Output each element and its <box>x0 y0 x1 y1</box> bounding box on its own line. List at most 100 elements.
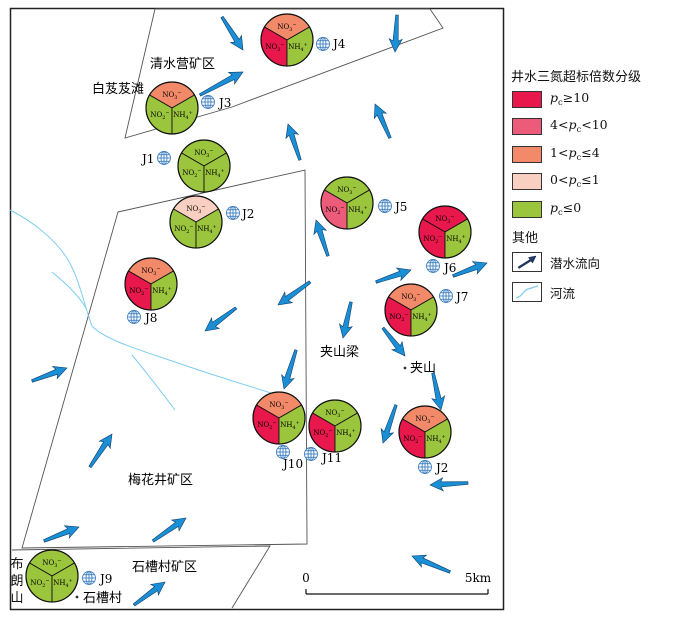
flow-arrow <box>380 404 398 444</box>
ion-label: NO3− <box>42 558 61 569</box>
well-label: J6 <box>442 261 456 275</box>
legend-label: 0<pc≤1 <box>550 172 600 190</box>
river-main <box>9 209 301 403</box>
well-pie: NO3−NO2−NH4+ <box>418 205 472 259</box>
well-pie: NO3− NO2− NH4+ <box>252 391 306 445</box>
flow-arrow <box>220 15 244 51</box>
legend-flow-label: 潜水流向 <box>550 255 601 271</box>
well-icon <box>157 151 171 165</box>
well-J3: NO3−NO2−NH4+J3 <box>145 81 231 135</box>
place-jiashanliang: 夹山梁 <box>320 345 359 360</box>
ion-label: NO2− <box>325 205 344 216</box>
well-J9: NO3−NO2−NH4+ J9 <box>25 549 112 603</box>
ion-label: NO2− <box>265 42 284 53</box>
ion-label: NO2− <box>257 420 276 431</box>
river-branch <box>51 271 87 309</box>
well-icon <box>82 571 96 585</box>
well-J2: NO3−NO2−NH4+J2 <box>169 195 254 249</box>
pie-outline <box>145 81 199 135</box>
well-J8: NO3−NO2−NH4+J8 <box>124 257 178 325</box>
place-qingshuiying: 清水营矿区 <box>150 57 215 72</box>
legend-river-label: 河流 <box>550 285 576 301</box>
legend-swatch <box>512 172 542 190</box>
well-J10: NO3−NO2−NH4+J10 <box>252 391 306 471</box>
ion-label: NO3− <box>162 90 181 101</box>
flow-arrow <box>411 554 451 574</box>
flow-arrow <box>429 477 469 492</box>
legend-other-title: 其他 <box>512 231 539 246</box>
flow-arrows <box>31 14 488 607</box>
well-icon <box>304 447 318 461</box>
ion-label: NO3− <box>401 292 420 303</box>
pie-outline <box>308 399 362 453</box>
well-icon <box>418 460 432 474</box>
ion-label: NO3− <box>435 214 454 225</box>
flow-arrow <box>431 372 446 411</box>
pie-outline <box>25 549 79 603</box>
legend-item-0to1: 0<pc≤1 <box>512 172 600 190</box>
flow-arrow <box>31 366 68 383</box>
ion-label: NO3− <box>337 185 356 196</box>
pie-outline <box>398 405 452 459</box>
well-icon <box>378 199 392 213</box>
qingshuiying-boundary <box>124 8 444 139</box>
ion-label: NO3− <box>277 22 296 33</box>
ion-label: NO2− <box>174 224 193 235</box>
flow-arrow <box>277 280 312 306</box>
well-label: J4 <box>331 37 346 51</box>
well-J7: NO3−NO2−NH4+J7 <box>384 283 468 337</box>
well-pie: NO3−NO2−NH4+ <box>145 81 199 135</box>
well-pie: NO3−NO2−NH4+ <box>384 283 438 337</box>
ion-label: NH4+ <box>348 205 368 216</box>
pie-outline <box>252 391 306 445</box>
place-baijijitan: 白芨芨滩 <box>92 81 144 97</box>
well-pie: NO3− NO2− NH4+ <box>320 176 374 230</box>
ion-label: NO2− <box>389 312 408 323</box>
ion-label: NO2− <box>313 428 332 439</box>
legend-swatch <box>512 145 542 163</box>
ion-label: NH4+ <box>205 168 225 179</box>
ion-label: NH4+ <box>280 420 300 431</box>
legend-title: 井水三氮超标倍数分级 <box>511 70 642 85</box>
well-pie: NO3−NO2−NH4+ <box>25 549 79 603</box>
well-J6: NO3−NO2−NH4+ J6 <box>418 205 472 275</box>
ion-label: NH4+ <box>53 578 73 589</box>
well-J1: NO3−NO2−NH4+J1 <box>140 139 231 193</box>
well-icon <box>201 95 215 109</box>
flow-arrow <box>204 306 238 332</box>
legend-swatch <box>512 117 542 135</box>
legend-label: 4<pc<10 <box>550 117 608 135</box>
well-label: J9 <box>98 572 112 586</box>
well-icon <box>226 206 240 220</box>
place-meihuajing: 梅花井矿区 <box>128 472 193 488</box>
scale-end: 5km <box>465 571 492 585</box>
ion-label: NO3− <box>325 408 344 419</box>
well-label: J8 <box>143 311 157 325</box>
wells: NO3−NO2−NH4+J4NO3−NO2−NH4+J3NO3−NO2−NH4+… <box>25 13 472 603</box>
place-jiashan: 夹山 <box>410 361 436 376</box>
flow-arrow <box>388 14 403 53</box>
legend-item-1to4: 1<pc≤4 <box>512 145 600 163</box>
ion-label: NO3− <box>269 400 288 411</box>
legend-item-flow: 潜水流向 <box>512 252 600 272</box>
well-pie: NO3−NO2−NH4+ <box>124 257 178 311</box>
ion-label: NO3− <box>194 148 213 159</box>
place-shicaocun: 石槽村 <box>83 591 122 606</box>
flow-arrow-icon <box>512 252 542 272</box>
flow-arrow <box>198 71 244 97</box>
well-J2: NO3−NO2−NH4+J2 <box>398 405 452 475</box>
well-pie: NO3−NO2−NH4+ <box>308 399 362 453</box>
legend-swatch <box>512 90 542 108</box>
legend-item-ge10: pc≥10 <box>512 90 589 108</box>
ion-label: NH4+ <box>152 286 172 297</box>
flow-arrow <box>43 525 80 543</box>
legend-item-le0: pc≤0 <box>512 200 581 218</box>
pie-outline <box>177 139 231 193</box>
flow-arrow <box>338 301 354 339</box>
ion-label: NO2− <box>150 110 169 121</box>
well-label: J2 <box>240 207 254 221</box>
ion-label: NO2− <box>182 168 201 179</box>
scale-start: 0 <box>302 571 310 585</box>
well-pie: NO3−NO2−NH4+ <box>260 13 314 67</box>
meihuajing-boundary <box>21 169 308 549</box>
